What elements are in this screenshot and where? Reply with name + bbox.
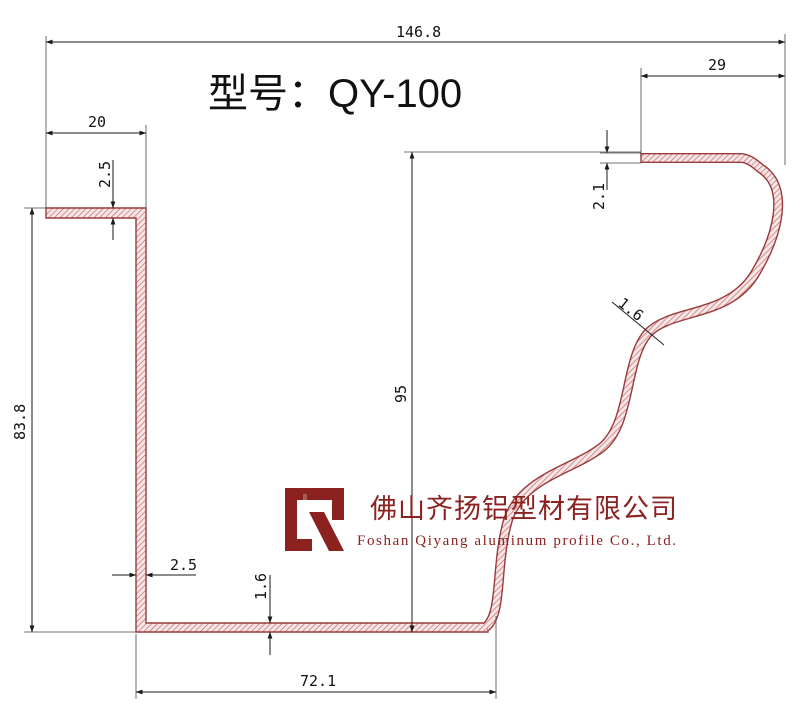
qiyang-logo-icon	[285, 488, 344, 551]
dim-left-height: 83.8	[11, 207, 136, 633]
dim-wall-thickness: 2.5	[112, 556, 197, 578]
dim-overall-width: 146.8	[45, 23, 786, 208]
dim-right-flange-thickness-label: 2.1	[590, 183, 608, 210]
dim-bottom-thickness-label: 1.6	[252, 573, 270, 600]
dim-bottom-width: 72.1	[135, 616, 497, 699]
dim-curve-thickness: 1.6	[611, 294, 665, 346]
company-name-cn: 佛山齐扬铝型材有限公司	[370, 494, 678, 525]
dim-right-flange: 29	[640, 56, 786, 155]
dim-left-height-label: 83.8	[11, 404, 29, 440]
dim-overall-width-label: 146.8	[396, 23, 441, 41]
dim-bottom-width-label: 72.1	[300, 672, 336, 690]
profile-body	[45, 207, 489, 633]
dim-bottom-thickness: 1.6	[252, 573, 273, 655]
dim-left-flange-thickness: 2.5	[96, 160, 116, 240]
company-watermark: 佛山齐扬铝型材有限公司 Foshan Qiyang aluminum profi…	[285, 488, 678, 551]
dim-left-flange-label: 20	[88, 113, 106, 131]
dim-left-flange: 20	[45, 113, 147, 208]
dim-right-height-label: 95	[392, 385, 410, 403]
profile-section	[45, 153, 784, 633]
model-label: 型号：QY-100	[208, 72, 462, 116]
dim-right-height: 95	[392, 151, 641, 633]
dim-wall-thickness-label: 2.5	[170, 556, 197, 574]
dim-right-flange-label: 29	[708, 56, 726, 74]
profile-curve-outline	[482, 153, 784, 631]
dim-curve-thickness-label: 1.6	[615, 294, 647, 325]
profile-curve-hatch	[483, 154, 782, 630]
company-name-en: Foshan Qiyang aluminum profile Co., Ltd.	[357, 533, 678, 549]
dim-left-flange-thickness-label: 2.5	[96, 161, 114, 188]
dim-right-flange-thickness: 2.1	[590, 130, 641, 210]
